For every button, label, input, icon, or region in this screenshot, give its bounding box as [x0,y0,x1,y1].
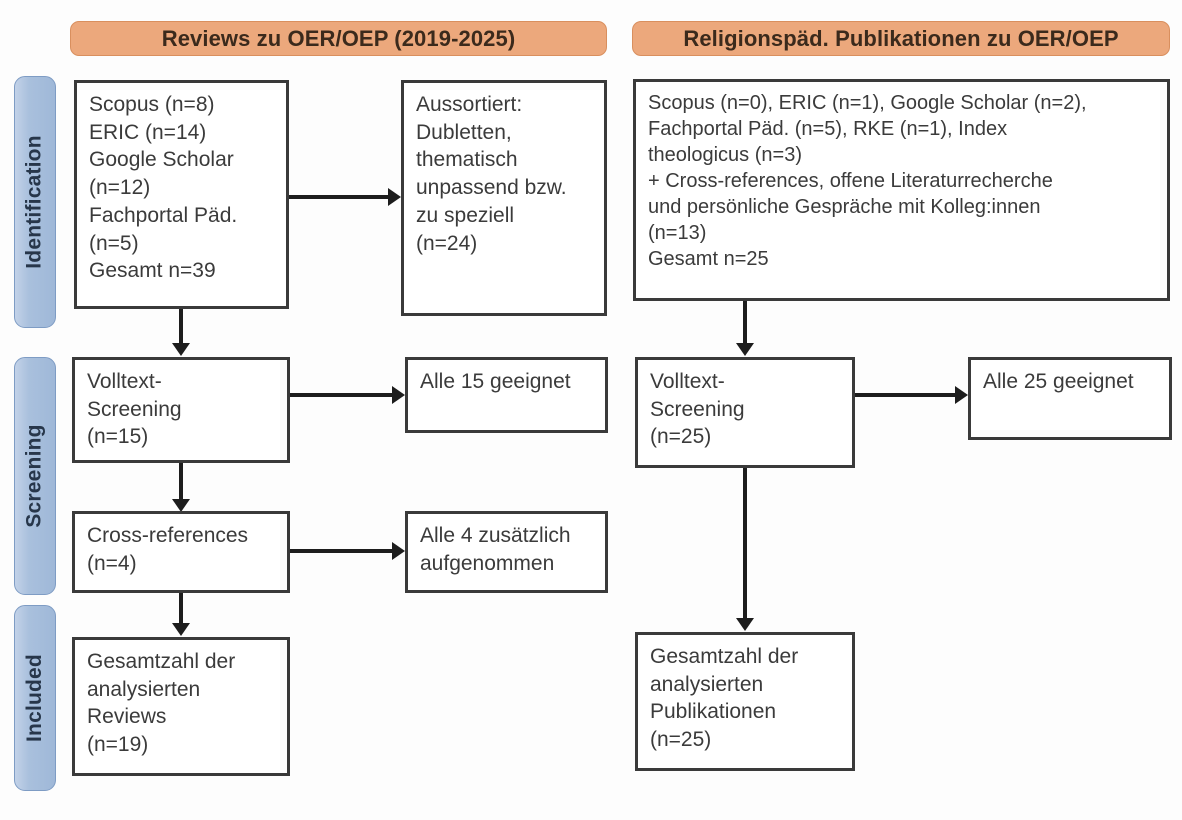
connector-left-identification-to-screening [179,309,183,345]
text-line: Gesamt n=25 [648,248,769,270]
text-line: und persönliche Gespräche mit Kolleg:inn… [648,196,1041,218]
text-line: thematisch [416,148,518,172]
text-line: ERIC (n=14) [89,120,207,144]
text-line: Volltext- [87,370,162,393]
column-header-religionspaed-label: Religionspäd. Publikationen zu OER/OEP [683,25,1119,51]
text-line: analysierten [650,672,764,696]
text-line: Volltext- [650,370,725,393]
box-right-identification-sources: Scopus (n=0), ERIC (n=1), Google Scholar… [633,79,1170,301]
connector-left-crossrefs-to-result [290,549,392,553]
text-line: Reviews [87,705,167,729]
stage-pill-screening: Screening [14,357,56,595]
text-line: zu speziell [416,203,515,227]
text-line: Alle 25 geeignet [983,370,1134,393]
text-line: (n=25) [650,728,712,752]
arrowhead-down [172,343,190,356]
text-line: Alle 15 geeignet [420,370,571,393]
column-header-reviews: Reviews zu OER/OEP (2019-2025) [70,21,607,56]
arrowhead-right [955,386,968,404]
arrowhead-right [392,386,405,404]
text-line: Gesamtzahl der [87,650,236,673]
arrowhead-down [736,618,754,631]
connector-right-screening-to-included [743,468,747,620]
stage-label-identification: Identification [23,135,46,269]
connector-left-screening-to-crossrefs [179,463,183,501]
text-line: aufgenommen [420,551,555,575]
text-line: + Cross-references, offene Literaturrech… [648,170,1053,192]
column-header-religionspaed: Religionspäd. Publikationen zu OER/OEP [632,21,1170,56]
box-right-fulltext-result: Alle 25 geeignet [968,357,1172,440]
stage-label-included: Included [23,654,47,742]
text-line: Google Scholar [89,148,234,172]
connector-left-screening-to-result [290,393,392,397]
stage-pill-included: Included [14,605,56,791]
text-line: (n=15) [87,425,149,449]
text-line: Screening [650,397,745,421]
box-left-excluded: Aussortiert: Dubletten, thematisch unpas… [401,80,607,316]
text-line: Cross-references [87,524,249,547]
text-line: Fachportal Päd. [89,203,238,227]
text-line: Aussortiert: [416,93,523,116]
text-line: (n=12) [89,176,151,200]
connector-right-identification-to-screening [743,301,747,345]
text-line: Gesamt n=39 [89,259,216,283]
text-line: Alle 4 zusätzlich [420,524,571,547]
arrowhead-right [392,542,405,560]
box-left-fulltext-screening: Volltext- Screening (n=15) [72,357,290,463]
arrowhead-right [388,188,401,206]
arrowhead-down [172,499,190,512]
text-line: (n=25) [650,425,712,449]
text-line: analysierten [87,677,201,701]
stage-pill-identification: Identification [14,76,56,328]
text-line: Scopus (n=0), ERIC (n=1), Google Scholar… [648,92,1087,114]
box-right-included-total: Gesamtzahl der analysierten Publikatione… [635,632,855,771]
box-left-fulltext-result: Alle 15 geeignet [405,357,608,433]
connector-left-crossrefs-to-included [179,593,183,625]
text-line: unpassend bzw. [416,176,567,200]
box-left-included-total: Gesamtzahl der analysierten Reviews (n=1… [72,637,290,776]
text-line: Gesamtzahl der [650,645,799,668]
box-right-fulltext-screening: Volltext- Screening (n=25) [635,357,855,468]
text-line: Publikationen [650,700,777,724]
box-left-cross-references: Cross-references (n=4) [72,511,290,593]
box-left-identification-sources: Scopus (n=8) ERIC (n=14) Google Scholar … [74,80,289,309]
connector-right-screening-to-result [855,393,955,397]
text-line: Scopus (n=8) [89,93,215,116]
text-line: (n=19) [87,733,149,757]
text-line: theologicus (n=3) [648,144,802,166]
text-line: (n=24) [416,231,478,255]
text-line: (n=13) [648,222,707,244]
text-line: (n=5) [89,231,139,255]
text-line: (n=4) [87,551,137,575]
arrowhead-down [736,343,754,356]
connector-left-identification-to-excluded [289,195,388,199]
box-left-cross-references-result: Alle 4 zusätzlich aufgenommen [405,511,608,593]
arrowhead-down [172,623,190,636]
stage-label-screening: Screening [23,424,46,528]
column-header-reviews-label: Reviews zu OER/OEP (2019-2025) [161,25,516,51]
text-line: Fachportal Päd. (n=5), RKE (n=1), Index [648,118,1008,140]
text-line: Dubletten, [416,120,512,144]
text-line: Screening [87,397,182,421]
